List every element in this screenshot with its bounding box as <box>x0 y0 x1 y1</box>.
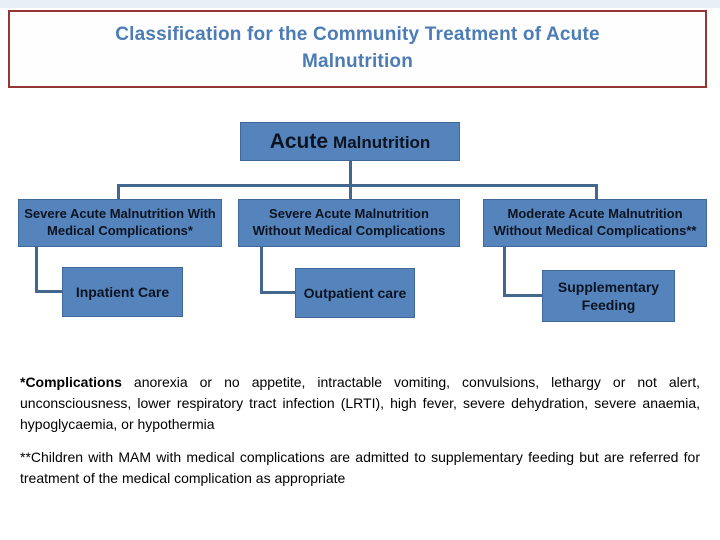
node-outpatient-care-label: Outpatient care <box>303 284 407 301</box>
node-outpatient-care: Outpatient care <box>295 268 415 318</box>
page-title-line-1: Classification for the Community Treatme… <box>115 24 600 45</box>
footnote-mam-referral-text: **Children with MAM with medical complic… <box>20 449 700 486</box>
connector-outpatient-horizontal <box>260 291 295 294</box>
node-sam-with-complications: Severe Acute Malnutrition With Medical C… <box>18 199 222 247</box>
node-supplementary-feeding-label: Supplementary Feeding <box>557 278 660 313</box>
node-supplementary-feeding: Supplementary Feeding <box>542 270 675 322</box>
connector-supplementary-horizontal <box>503 294 542 297</box>
footnote-complications-text: anorexia or no appetite, intractable vom… <box>20 374 700 432</box>
connector-main-horizontal <box>117 184 598 187</box>
node-acute-malnutrition-word1: Acute <box>269 130 329 153</box>
top-strip <box>0 0 720 8</box>
connector-inpatient-vertical <box>35 247 38 293</box>
title-box: Classification for the Community Treatme… <box>8 10 707 88</box>
node-mam-without-complications: Moderate Acute Malnutrition Without Medi… <box>483 199 707 247</box>
node-inpatient-care: Inpatient Care <box>62 267 183 317</box>
node-mam-without-complications-label: Moderate Acute Malnutrition Without Medi… <box>493 206 697 238</box>
connector-drop-left <box>117 186 120 200</box>
connector-inpatient-horizontal <box>35 290 62 293</box>
node-inpatient-care-label: Inpatient Care <box>75 283 170 300</box>
node-acute-malnutrition-word2: Malnutrition <box>333 133 431 152</box>
node-sam-with-complications-label: Severe Acute Malnutrition With Medical C… <box>24 206 216 238</box>
footnote-mam-referral: **Children with MAM with medical complic… <box>20 447 700 489</box>
node-sam-without-complications-label: Severe Acute Malnutrition Without Medica… <box>252 206 446 238</box>
connector-drop-right <box>595 186 598 200</box>
page-title-line-2: Malnutrition <box>301 51 414 72</box>
footnote-complications-lead: *Complications <box>20 374 122 390</box>
connector-root-vertical <box>349 160 352 186</box>
connector-drop-middle <box>349 186 352 200</box>
footnote-complications: *Complications anorexia or no appetite, … <box>20 372 700 435</box>
connector-outpatient-vertical <box>260 247 263 294</box>
node-sam-without-complications: Severe Acute Malnutrition Without Medica… <box>238 199 460 247</box>
connector-supplementary-vertical <box>503 247 506 297</box>
